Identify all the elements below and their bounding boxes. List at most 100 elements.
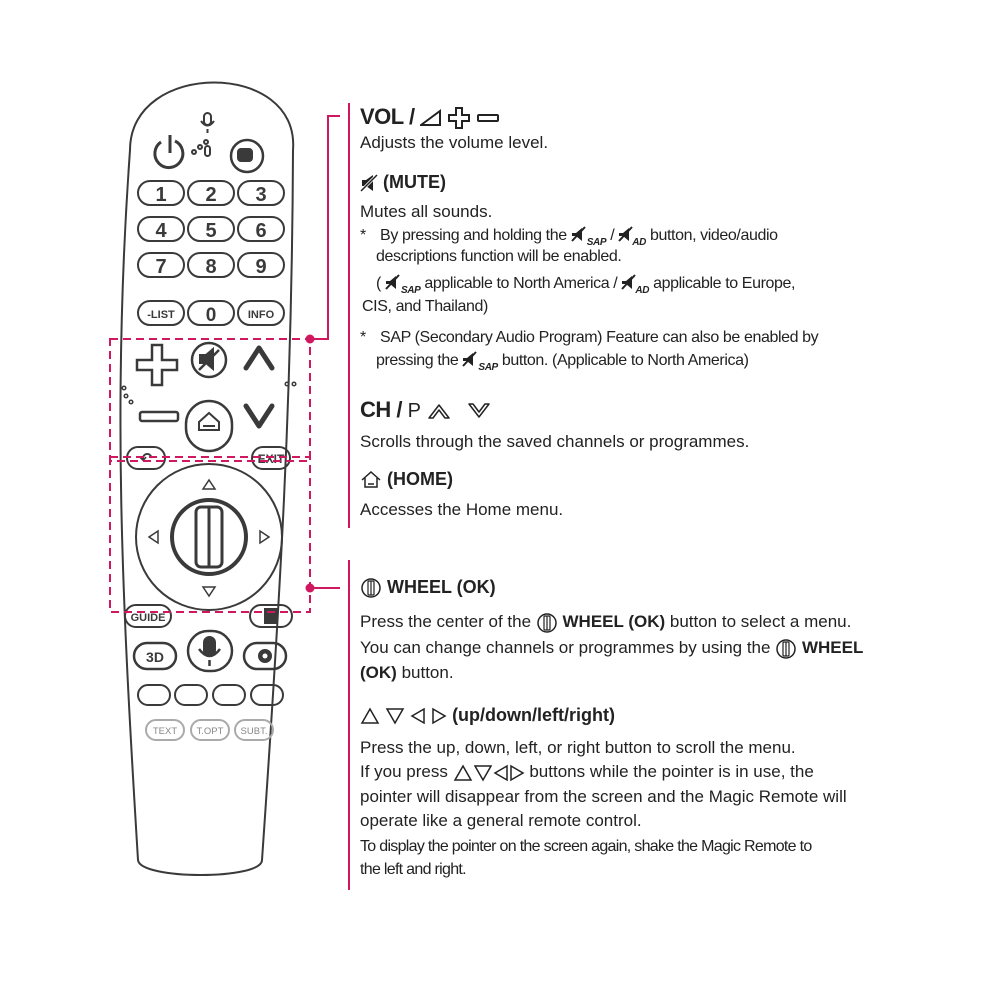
arrow-down-icon-inline [473,764,492,782]
arrows-line2-b: buttons while the pointer is in use, the [529,762,814,781]
3d-label: 3D [146,649,164,665]
list-label: -LIST [147,309,175,321]
back-label: ↶ [139,449,153,468]
number-label-8: 8 [205,256,216,278]
voice-button[interactable] [186,629,234,673]
info-button[interactable]: INFO [237,300,285,326]
minus-icon [477,114,500,123]
number-button-4[interactable]: 4 [137,216,185,242]
exit-label: EXIT [258,452,285,466]
arrows-heading-label: (up/down/left/right) [452,705,616,725]
volume-down-icon[interactable] [138,410,180,423]
arrow-down-icon [385,708,405,725]
home-button[interactable] [184,399,234,453]
mute-note1: * By pressing and holding the SAP / AD b… [360,224,980,254]
subt-button[interactable]: SUBT. [234,719,274,741]
channel-down-icon[interactable] [243,403,275,429]
home-heading: (HOME) [360,469,453,490]
settings-button[interactable] [242,641,288,671]
color-button-2[interactable] [174,684,208,706]
wheel-icon-inline-2 [776,638,796,659]
sap-subscript-2: SAP [400,285,421,296]
mute-heading-label: (MUTE) [383,172,446,192]
mute-description: Mutes all sounds. [360,202,493,221]
note1-text-a: By pressing and holding the [380,227,567,244]
note1-text-b: button, video/audio [649,227,778,244]
color-buttons [137,684,284,706]
wheel-icon-inline [537,612,557,633]
mute-ad-icon-2 [621,274,637,290]
exit-button[interactable]: EXIT [251,446,291,470]
number-button-3[interactable]: 3 [237,180,285,206]
subt-label: SUBT. [241,726,268,737]
ch-description: Scrolls through the saved channels or pr… [360,432,750,451]
volume-up-icon[interactable] [135,343,179,387]
wheel-line1-b: WHEEL (OK) [562,612,666,631]
wheel-line2-b: WHEEL [801,638,864,657]
wheel-heading-label: WHEEL (OK) [387,577,496,597]
guide-button[interactable]: GUIDE [124,604,172,628]
note-asterisk: * [360,227,366,244]
color-button-3[interactable] [212,684,246,706]
note1-separator: / [610,227,615,244]
text-label: TEXT [153,726,177,737]
wheel-icon [361,578,381,598]
topt-button[interactable]: T.OPT [190,719,230,741]
home-heading-label: (HOME) [387,469,454,489]
number-button-1[interactable]: 1 [137,180,185,206]
color-button-1[interactable] [137,684,171,706]
number-button-7[interactable]: 7 [137,252,185,278]
number-button-8[interactable]: 8 [187,252,235,278]
list-button[interactable]: -LIST [137,300,185,326]
arrows-line1: Press the up, down, left, or right butto… [360,738,796,757]
mute-button[interactable] [190,341,228,379]
note2-text-c: button. (Applicable to North America) [501,352,749,369]
ch-p-label: P [407,400,421,422]
number-label-7: 7 [155,256,166,278]
note2-asterisk: * [360,329,366,346]
number-button-2[interactable]: 2 [187,180,235,206]
wheel-line2: You can change channels or programmes by… [360,636,990,660]
back-button[interactable]: ↶ [126,446,166,470]
remote-body-outline [119,81,295,876]
menu-button[interactable] [249,604,293,628]
callout-line-top [310,115,340,340]
navigation-pad[interactable] [135,463,283,611]
home-icon [361,471,381,488]
arrows-line2: If you press buttons while the pointer i… [360,760,990,784]
number-label-2: 2 [205,184,216,206]
input-button[interactable] [229,138,265,174]
channel-down-arrow-icon [467,403,490,418]
color-button-4[interactable] [250,684,284,706]
number-label-4: 4 [155,220,167,242]
nav-up-icon[interactable] [201,478,217,490]
wheel-line2-a: You can change channels or programmes by… [360,638,771,657]
mute-sap-icon-3 [462,351,478,367]
wheel-line3-a: (OK) [360,663,397,682]
power-icon[interactable] [153,135,211,170]
text-button[interactable]: TEXT [145,719,185,741]
arrow-left-icon-inline [493,764,508,781]
arrows-line2-a: If you press [360,762,448,781]
nav-right-icon[interactable] [259,529,271,545]
number-button-5[interactable]: 5 [187,216,235,242]
number-button-0[interactable]: 0 [187,300,235,326]
wheel-line1-a: Press the center of the [360,612,532,631]
number-button-6[interactable]: 6 [237,216,285,242]
plus-icon [447,107,470,130]
arrows-line3: pointer will disappear from the screen a… [360,787,847,806]
volume-triangle-icon [420,109,442,127]
number-button-9[interactable]: 9 [237,252,285,278]
ad-subscript-2: AD [635,285,650,296]
arrows-line5: To display the pointer on the screen aga… [360,838,812,855]
arrow-right-icon [432,707,447,725]
mute-note1-line2: descriptions function will be enabled. [376,248,622,265]
nav-left-icon[interactable] [147,529,159,545]
3d-button[interactable]: 3D [132,641,178,671]
arrows-line6: the left and right. [360,861,467,878]
channel-up-icon[interactable] [243,345,275,371]
nav-down-icon[interactable] [201,586,217,598]
sap-subscript-3: SAP [478,362,498,373]
guide-label: GUIDE [131,612,166,624]
wheel-line3-b: button. [401,663,454,682]
